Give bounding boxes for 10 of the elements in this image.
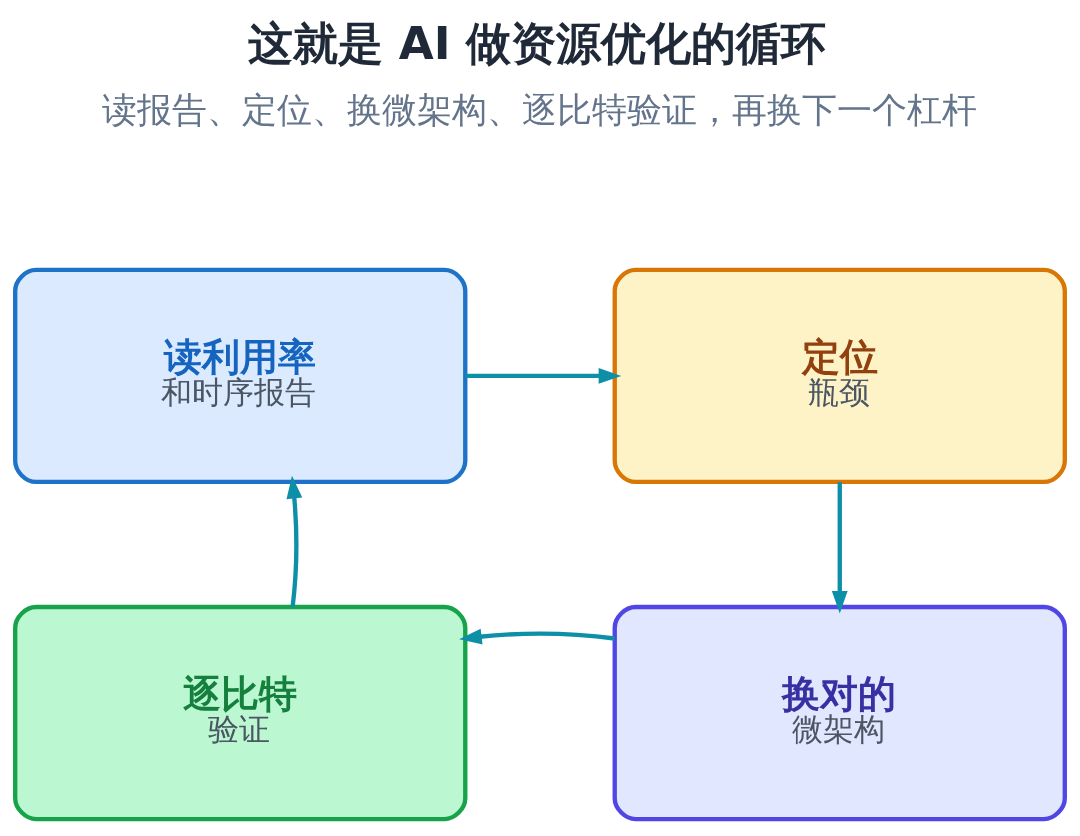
node-box: 换对的 微架构: [612, 604, 1067, 821]
diagram-title: 这就是 AI 做资源优化的循环: [248, 16, 827, 70]
node-box: 读利用率 和时序报告: [13, 267, 468, 484]
arrow: [465, 367, 622, 384]
arrow: [459, 628, 615, 644]
label: 读报告、定位、换微架构、逐比特验证，再换下一个杠杆: [101, 89, 977, 130]
arrow: [286, 475, 303, 607]
node-box: 定位 瓶颈: [612, 267, 1067, 484]
arrow: [831, 481, 848, 614]
node-box: 逐比特 验证: [13, 604, 468, 821]
